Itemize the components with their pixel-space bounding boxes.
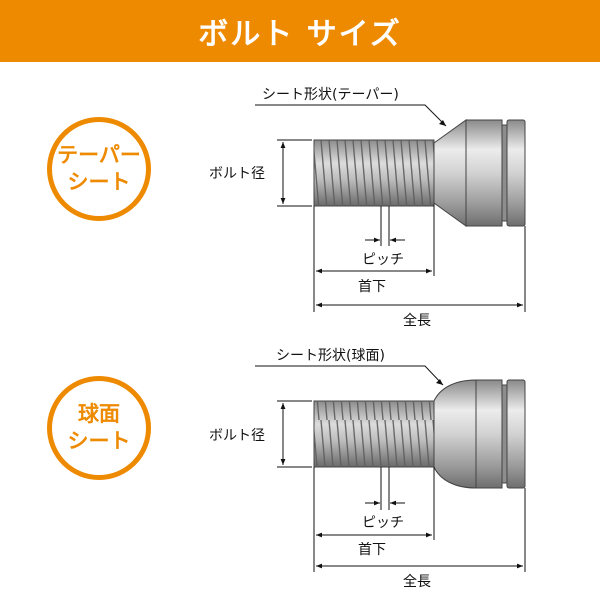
sphere-seat-dome — [433, 379, 477, 489]
taper-neck-label: 首下 — [358, 279, 386, 295]
taper-pitch-label: ピッチ — [362, 252, 404, 268]
taper-diameter-label: ボルト径 — [209, 166, 265, 182]
taper-head-groove — [501, 124, 508, 222]
taper-seat-leader — [255, 104, 447, 127]
taper-total-label: 全長 — [403, 312, 431, 329]
taper-head-cap — [506, 119, 526, 227]
sphere-seat-arrow — [436, 379, 443, 385]
header-banner: ボルト サイズ — [0, 0, 600, 62]
taper-seat-label: シート形状(テーパー) — [262, 87, 399, 103]
page-title: ボルト サイズ — [198, 17, 402, 52]
taper-bolt: シート形状(テーパー) ボルト径 ピッチ 首下 全長 — [209, 87, 526, 329]
sphere-head-groove — [501, 384, 508, 484]
sphere-head-body — [475, 379, 503, 489]
sphere-badge-line1: 球面 — [78, 402, 120, 426]
sphere-neck-label: 首下 — [358, 542, 386, 558]
sphere-bolt: シート形状(球面) ボルト径 ピッチ 首下 全長 — [209, 348, 526, 590]
taper-badge-line1: テーパー — [57, 143, 141, 167]
sphere-diameter-label: ボルト径 — [209, 428, 265, 444]
taper-head-body — [465, 119, 503, 227]
sphere-seat-badge: 球面 シート — [47, 376, 151, 480]
sphere-pitch-label: ピッチ — [362, 515, 404, 531]
sphere-seat-label: シート形状(球面) — [276, 348, 385, 364]
taper-badge-line2: シート — [67, 170, 131, 194]
sphere-seat-leader — [255, 365, 444, 386]
sphere-head-cap — [506, 379, 526, 489]
sphere-thread-lines — [314, 401, 434, 467]
taper-seat-cone — [433, 119, 467, 227]
sphere-badge-line2: シート — [67, 429, 131, 453]
taper-seat-arrow — [439, 120, 446, 126]
sphere-total-label: 全長 — [403, 573, 431, 590]
taper-seat-badge: テーパー シート — [47, 117, 151, 221]
taper-thread-lines — [314, 140, 434, 206]
